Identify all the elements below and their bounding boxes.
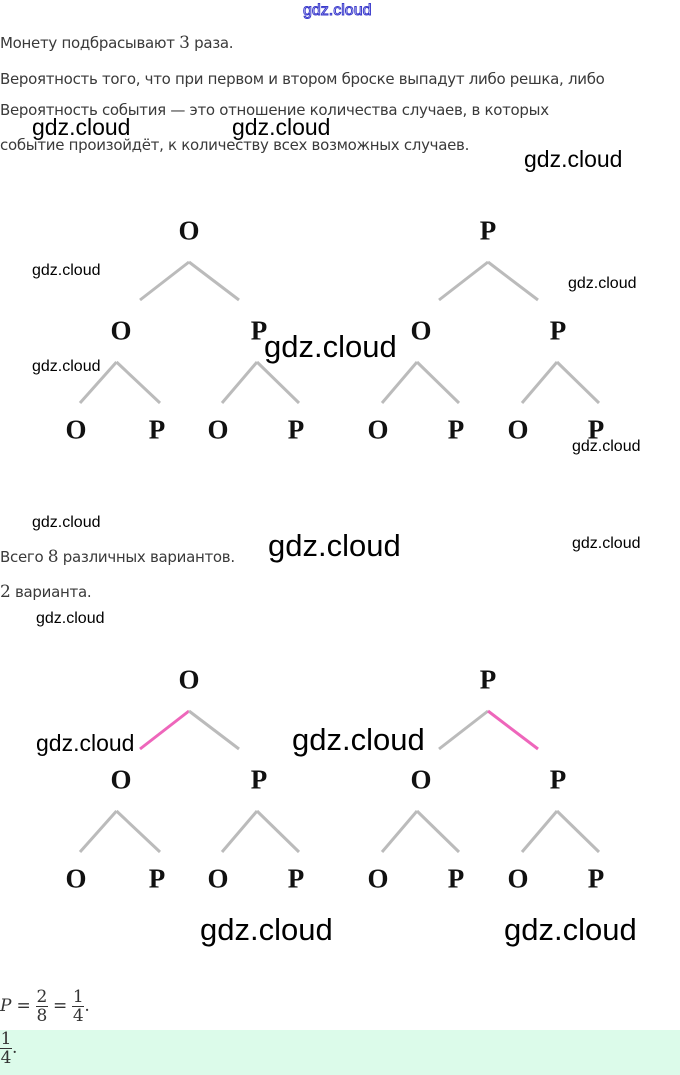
- tree-node: P: [447, 414, 465, 445]
- tree-node: P: [250, 315, 268, 346]
- tree-node: O: [65, 863, 87, 894]
- tree-branch: [487, 709, 539, 751]
- tree-node: O: [367, 414, 389, 445]
- text-line-5: Всего 8 различных вариантов.: [0, 547, 235, 567]
- tree-node: P: [287, 414, 305, 445]
- tree-node: P: [587, 414, 605, 445]
- tree-node: P: [148, 414, 166, 445]
- tree-node: P: [479, 215, 497, 246]
- watermark: gdz.cloud: [32, 514, 101, 531]
- watermark: gdz.cloud: [32, 114, 131, 140]
- tree-node: P: [549, 315, 567, 346]
- watermark: gdz.cloud: [504, 912, 637, 947]
- tree-branch: [555, 360, 601, 405]
- tree-branch: [520, 810, 559, 853]
- header-watermark: gdz.cloud: [303, 2, 372, 20]
- tree-node: P: [287, 863, 305, 894]
- text-line-4: событие произойдёт, к количеству всех во…: [0, 136, 470, 154]
- watermark: gdz.cloud: [268, 528, 401, 563]
- tree-branch: [220, 810, 259, 853]
- watermark: gdz.cloud: [32, 358, 101, 375]
- tree-node: P: [479, 664, 497, 695]
- tree-node: O: [507, 414, 529, 445]
- tree-branch: [380, 361, 419, 404]
- tree-node: O: [410, 764, 432, 795]
- watermark: gdz.cloud: [292, 722, 425, 757]
- tree-branch: [555, 809, 601, 854]
- watermark: gdz.cloud: [232, 114, 331, 140]
- tree-branch: [78, 810, 118, 853]
- tree-branch: [415, 809, 461, 854]
- watermark: gdz.cloud: [524, 146, 623, 172]
- text-line-6: 2 варианта.: [0, 582, 92, 602]
- tree-branch: [115, 809, 162, 854]
- tree-branch: [255, 809, 301, 854]
- tree-branch: [139, 260, 190, 302]
- watermark: gdz.cloud: [572, 438, 641, 455]
- tree-node: O: [178, 215, 200, 246]
- tree-node: O: [507, 863, 529, 894]
- tree-node: P: [549, 764, 567, 795]
- tree-branch: [438, 709, 489, 751]
- tree-branch: [220, 361, 259, 404]
- tree-node: O: [110, 315, 132, 346]
- watermark: gdz.cloud: [36, 730, 135, 756]
- tree-node: O: [207, 863, 229, 894]
- text-line-3: Вероятность события — это отношение коли…: [0, 101, 549, 119]
- tree-branch: [139, 709, 190, 751]
- tree-node: O: [367, 863, 389, 894]
- tree-node: O: [110, 764, 132, 795]
- tree-node: P: [447, 863, 465, 894]
- watermark: gdz.cloud: [572, 535, 641, 552]
- tree-node: P: [148, 863, 166, 894]
- watermark: gdz.cloud: [32, 262, 101, 279]
- tree-node: O: [410, 315, 432, 346]
- tree-branch: [380, 810, 419, 853]
- watermark: gdz.cloud: [200, 912, 333, 947]
- tree-branch: [188, 260, 240, 302]
- text-line-1: Монету подбрасывают 3 раза.: [0, 33, 234, 53]
- watermark: gdz.cloud: [264, 329, 397, 364]
- tree-node: P: [587, 863, 605, 894]
- tree-node: O: [65, 414, 87, 445]
- tree-branch: [520, 361, 559, 404]
- tree-node: P: [250, 764, 268, 795]
- tree-branch: [255, 360, 301, 405]
- text-line-2: Вероятность того, что при первом и второ…: [0, 70, 605, 88]
- tree-node: O: [178, 664, 200, 695]
- watermark: gdz.cloud: [568, 275, 637, 292]
- tree-branch: [188, 709, 240, 751]
- tree-branch: [78, 361, 118, 404]
- tree-node: O: [207, 414, 229, 445]
- tree-branch: [115, 360, 162, 405]
- tree-branch: [415, 360, 461, 405]
- watermark: gdz.cloud: [36, 610, 105, 627]
- tree-branch: [438, 260, 489, 302]
- tree-branch: [487, 260, 539, 302]
